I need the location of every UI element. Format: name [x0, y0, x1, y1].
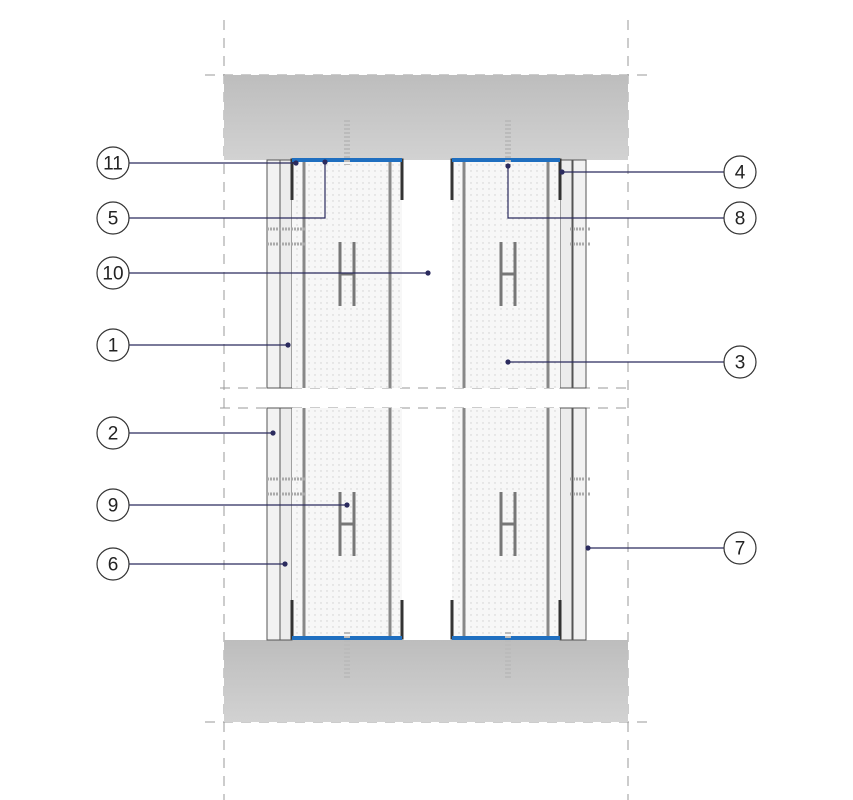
h-connector [338, 242, 356, 306]
leader-dot [285, 342, 291, 348]
callout-4: 4 [723, 155, 757, 189]
callout-label: 11 [103, 154, 123, 175]
callout-circle [96, 547, 130, 581]
h-connector [499, 242, 517, 306]
leader-dot [270, 430, 276, 436]
h-connector [499, 492, 517, 556]
callout-circle [96, 416, 130, 450]
h-connector [338, 492, 356, 556]
leader-line-5 [129, 162, 326, 219]
leader-dot [585, 545, 591, 551]
leader-dot [505, 359, 511, 365]
callout-circle [723, 155, 757, 189]
board-inner [559, 159, 573, 389]
callout-label: 10 [102, 264, 123, 285]
board-inner [279, 159, 293, 389]
callout-6: 6 [96, 547, 130, 581]
callout-label: 8 [735, 209, 746, 230]
callout-circle [96, 328, 130, 362]
callout-label: 3 [735, 353, 746, 374]
leader-dot [344, 502, 350, 508]
callout-label: 1 [108, 336, 119, 357]
left-wall [266, 120, 404, 678]
callout-circle [723, 531, 757, 565]
callout-circle [96, 256, 130, 290]
callout-5: 5 [96, 201, 130, 235]
callout-circle [723, 345, 757, 379]
right-wall [450, 120, 590, 678]
callout-3: 3 [723, 345, 757, 379]
top-slab [224, 75, 628, 160]
leader-dot [293, 160, 299, 166]
board-outer [266, 159, 281, 389]
leader-dot [505, 163, 511, 169]
leader-dot [282, 561, 288, 567]
board-outer [572, 407, 587, 641]
callout-circle [96, 201, 130, 235]
callout-8: 8 [723, 201, 757, 235]
callout-1: 1 [96, 328, 130, 362]
board-inner [279, 407, 293, 641]
callout-2: 2 [96, 416, 130, 450]
leader-line-8 [507, 166, 724, 219]
callout-7: 7 [723, 531, 757, 565]
board-outer [266, 407, 281, 641]
callout-label: 6 [108, 555, 119, 576]
leader-dot [322, 159, 328, 165]
callout-circle [96, 488, 130, 522]
callout-11: 11 [96, 146, 130, 180]
callout-label: 2 [108, 424, 119, 445]
leader-dot [559, 169, 565, 175]
callout-10: 10 [96, 256, 130, 290]
callout-circle [723, 201, 757, 235]
board-inner [559, 407, 573, 641]
callout-label: 5 [108, 209, 119, 230]
callout-circle [96, 146, 130, 180]
board-outer [572, 159, 587, 389]
callout-label: 4 [735, 163, 746, 184]
callout-label: 7 [735, 539, 746, 560]
bottom-slab [224, 640, 628, 722]
callout-9: 9 [96, 488, 130, 522]
callout-label: 9 [108, 496, 119, 517]
leader-dot [425, 270, 431, 276]
